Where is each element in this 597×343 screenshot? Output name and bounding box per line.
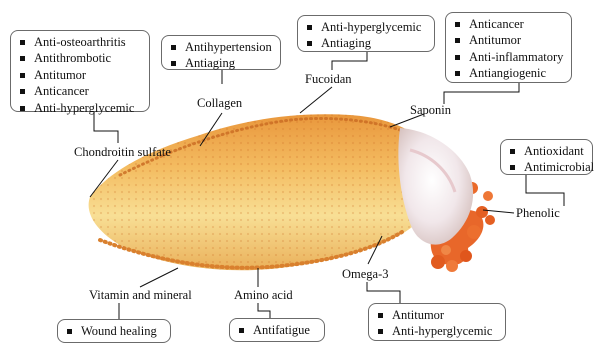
activity-box-amino-acid: Antifatigue [229, 318, 325, 342]
activity-item: Antihypertension [170, 39, 272, 55]
activity-item: Anticancer [19, 83, 141, 99]
compound-label-phenolic: Phenolic [516, 206, 560, 221]
activity-item: Antimicrobial [509, 159, 584, 175]
activity-item: Antifatigue [238, 322, 316, 338]
compound-label-saponin: Saponin [410, 103, 451, 118]
activity-item: Antioxidant [509, 143, 584, 159]
compound-label-amino-acid: Amino acid [234, 288, 293, 303]
activity-item: Anticancer [454, 16, 563, 32]
activity-item: Anti-hyperglycemic [377, 323, 497, 339]
activity-item: Anti-osteoarthritis [19, 34, 141, 50]
activity-box-chondroitin-sulfate: Anti-osteoarthritis Antithrombotic Antit… [10, 30, 150, 112]
activity-item: Antiaging [306, 35, 426, 51]
activity-box-phenolic: Antioxidant Antimicrobial [500, 139, 593, 175]
compound-label-omega-3: Omega-3 [342, 267, 389, 282]
compound-label-fucoidan: Fucoidan [305, 72, 352, 87]
activity-item: Antiangiogenic [454, 65, 563, 81]
compound-label-collagen: Collagen [197, 96, 242, 111]
activity-item: Antitumor [377, 307, 497, 323]
activity-item: Anti-hyperglycemic [306, 19, 426, 35]
compound-label-chondroitin-sulfate: Chondroitin sulfate [74, 145, 171, 160]
activity-item: Antiaging [170, 55, 272, 71]
activity-box-omega-3: Antitumor Anti-hyperglycemic [368, 303, 506, 341]
compound-label-vitamin-and-mineral: Vitamin and mineral [89, 288, 192, 303]
activity-box-vitamin-and-mineral: Wound healing [57, 319, 171, 343]
activity-box-saponin: Anticancer Antitumor Anti-inflammatory A… [445, 12, 572, 83]
activity-item: Anti-inflammatory [454, 49, 563, 65]
activity-box-collagen: Antihypertension Antiaging [161, 35, 281, 70]
activity-item: Antithrombotic [19, 50, 141, 66]
activity-box-fucoidan: Anti-hyperglycemic Antiaging [297, 15, 435, 52]
activity-item: Antitumor [19, 67, 141, 83]
activity-item: Antitumor [454, 32, 563, 48]
activity-item: Anti-hyperglycemic [19, 100, 141, 116]
